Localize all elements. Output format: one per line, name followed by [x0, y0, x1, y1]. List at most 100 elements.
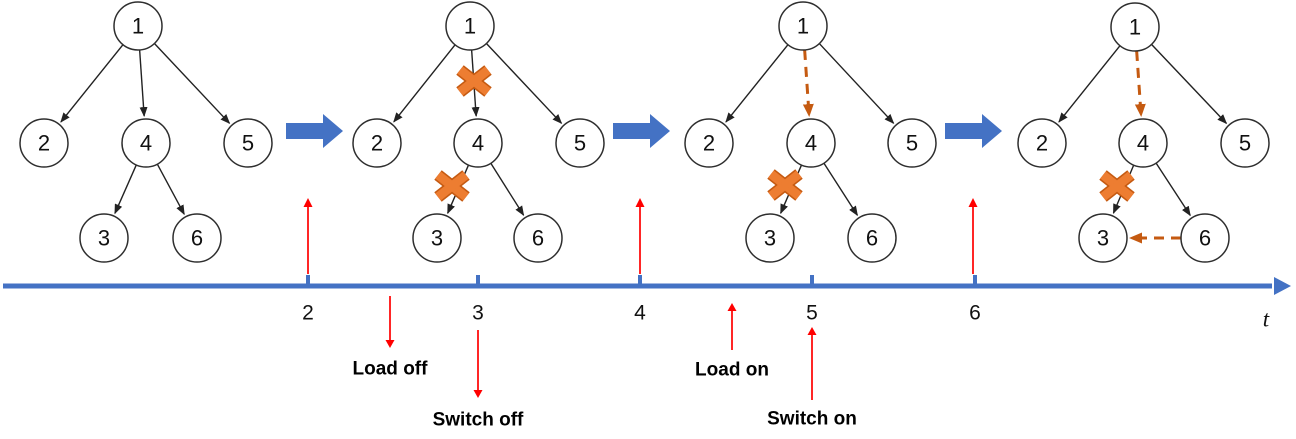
node-5-circle	[555, 118, 605, 168]
event-label: Switch off	[433, 410, 524, 431]
node-6-label: 6	[532, 226, 544, 251]
node-2-circle	[684, 118, 734, 168]
cross-stroke	[457, 66, 491, 96]
fault-cross-icon	[767, 169, 803, 201]
node-4-circle	[1118, 118, 1168, 168]
node-2-circle	[1017, 118, 1067, 168]
time-marker-up-arrow	[968, 198, 978, 274]
fault-cross-icon	[456, 65, 492, 97]
node-4-label: 4	[140, 131, 152, 156]
edge-1-to-4	[138, 49, 148, 118]
node-3-label: 3	[98, 226, 110, 251]
tick-label-3: 3	[472, 302, 484, 325]
time-marker-up-arrow	[303, 198, 313, 274]
event-switch-on: Switch on	[767, 327, 857, 430]
event-label: Load off	[353, 359, 429, 380]
cross-stroke	[768, 170, 802, 200]
node-5-label: 5	[1239, 131, 1251, 156]
node-5-circle	[223, 118, 273, 168]
node-3-circle	[745, 213, 795, 263]
edge-4-to-6	[1155, 162, 1191, 217]
event-arrowhead-icon	[807, 327, 817, 335]
node-6-circle	[172, 213, 222, 263]
tick-label-2: 2	[302, 302, 314, 325]
flow-right-arrow-icon	[286, 114, 343, 148]
tick-label-5: 5	[806, 302, 818, 325]
node-3-label: 3	[1097, 226, 1109, 251]
edge-1-to-4	[802, 49, 814, 118]
edge-4-to-6	[823, 162, 859, 217]
edge-1-to-5	[1151, 43, 1228, 125]
node-4-label: 4	[805, 131, 817, 156]
node-5-label: 5	[242, 131, 254, 156]
edge-1-to-2	[1058, 45, 1121, 123]
cross-stroke	[1100, 171, 1134, 201]
tree-state-switched-off: 1 2 4 5 3 6	[684, 1, 937, 263]
edge-1-to-5	[153, 43, 231, 125]
node-5-circle	[887, 118, 937, 168]
flow-right-arrow-icon	[945, 114, 1002, 148]
event-arrowhead-icon	[473, 390, 483, 398]
edge-4-to-6	[156, 163, 185, 216]
edge-1-to-2	[393, 44, 456, 123]
fault-cross-icon	[1099, 170, 1135, 202]
tick-label-4: 4	[634, 302, 646, 325]
node-2-label: 2	[703, 131, 715, 156]
node-3-label: 3	[431, 226, 443, 251]
node-2-circle	[352, 118, 402, 168]
timeline-arrowhead-icon	[1274, 277, 1291, 295]
node-1-label: 1	[1129, 15, 1141, 40]
edge-1-to-5	[485, 43, 563, 125]
event-label: Load on	[695, 360, 769, 381]
node-5-label: 5	[574, 131, 586, 156]
event-load-on: Load on	[695, 303, 769, 381]
node-3-circle	[1078, 213, 1128, 263]
node-1-circle	[778, 1, 828, 51]
node-3-circle	[412, 213, 462, 263]
tick-label-6: 6	[969, 302, 981, 325]
node-2-label: 2	[38, 131, 50, 156]
flow-right-arrow-icon	[613, 114, 670, 148]
node-2-label: 2	[1036, 131, 1048, 156]
node-4-circle	[786, 118, 836, 168]
node-6-circle	[1180, 213, 1230, 263]
time-marker-up-arrow	[635, 198, 645, 274]
node-1-label: 1	[464, 14, 476, 39]
node-3-circle	[79, 213, 129, 263]
edge-1-to-5	[818, 43, 895, 124]
marker-arrowhead-icon	[968, 198, 978, 207]
node-6-label: 6	[1199, 226, 1211, 251]
event-label: Switch on	[767, 409, 857, 430]
event-load-off: Load off	[353, 296, 429, 380]
node-6-circle	[847, 213, 897, 263]
edge-1-to-4	[1134, 50, 1146, 118]
event-switch-off: Switch off	[433, 330, 524, 431]
node-5-label: 5	[906, 131, 918, 156]
node-4-circle	[121, 118, 171, 168]
tree-state-restored: 1 2 4 5 3 6	[1017, 2, 1270, 263]
node-4-label: 4	[1137, 131, 1149, 156]
node-1-circle	[445, 1, 495, 51]
node-1-label: 1	[797, 14, 809, 39]
event-arrowhead-icon	[727, 303, 737, 311]
edge-4-to-3	[114, 164, 137, 215]
node-4-circle	[453, 118, 503, 168]
node-2-circle	[19, 118, 69, 168]
node-2-label: 2	[371, 131, 383, 156]
edge-1-to-2	[725, 44, 789, 123]
marker-arrowhead-icon	[303, 198, 313, 207]
event-arrowhead-icon	[385, 340, 395, 348]
node-3-label: 3	[764, 226, 776, 251]
node-4-label: 4	[472, 131, 484, 156]
node-1-circle	[1110, 2, 1160, 52]
tree-state-faults-detected: 1 2 4 5 3 6	[352, 1, 605, 263]
node-6-label: 6	[191, 226, 203, 251]
node-6-circle	[513, 213, 563, 263]
node-1-circle	[113, 1, 163, 51]
cross-stroke	[435, 171, 469, 201]
node-6-label: 6	[866, 226, 878, 251]
edge-1-to-2	[60, 44, 124, 123]
